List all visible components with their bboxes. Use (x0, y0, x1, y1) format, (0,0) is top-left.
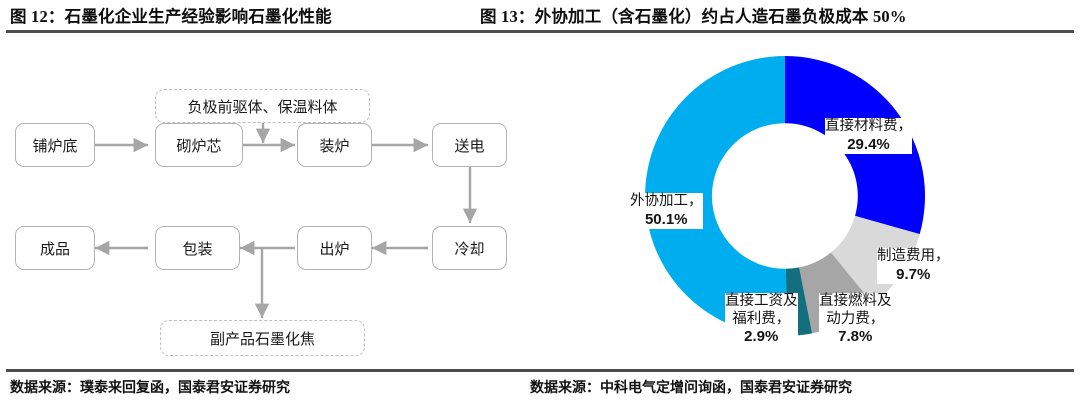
donut-label-direct-material: 直接材料费， 29.4% (825, 118, 912, 154)
flow-node-label: 包装 (182, 241, 213, 258)
donut-label-value: 2.9% (744, 328, 779, 346)
header-divider-rule (6, 30, 1074, 33)
flow-node-label: 副产品石墨化焦 (209, 331, 315, 348)
flow-node-label: 出炉 (319, 241, 350, 258)
footer-divider-rule (6, 369, 1074, 372)
donut-label-value: 7.8% (838, 328, 873, 346)
flow-node-pulu[interactable]: 铺炉底 (15, 123, 95, 167)
flow-node-songdian[interactable]: 送电 (432, 123, 507, 167)
donut-slice-manufacturing-overhead[interactable] (830, 215, 920, 305)
figure-13-panel: 直接材料费， 29.4% 制造费用， 9.7% 直接燃料及 动力费， 7.8% … (540, 33, 1080, 369)
flow-node-chulu[interactable]: 出炉 (297, 226, 372, 270)
titles-row: 图 12：石墨化企业生产经验影响石墨化性能 图 13：外协加工（含石墨化）约占人… (0, 0, 1080, 30)
flow-node-label: 冷却 (454, 241, 485, 258)
donut-label-name: 直接工资及 (725, 293, 798, 309)
donut-label-outsourced-processing: 外协加工， 50.1% (630, 193, 703, 229)
flow-node-qiluxin[interactable]: 砌炉芯 (155, 123, 243, 167)
donut-label-manufacturing-overhead: 制造费用， 9.7% (877, 248, 950, 284)
figure-12-source: 数据来源：璞泰来回复函，国泰君安证券研究 (10, 381, 290, 396)
donut-label-name: 外协加工， (630, 193, 703, 209)
graphitization-process-flowchart: 负极前驱体、保温料体 铺炉底 砌炉芯 装炉 送电 冷却 (0, 33, 540, 369)
figure-13-title: 图 13：外协加工（含石墨化）约占人造石墨负极成本 50% (480, 7, 907, 26)
flow-node-baozhuang[interactable]: 包装 (155, 226, 240, 270)
figure-12-title: 图 12：石墨化企业生产经验影响石墨化性能 (10, 7, 332, 26)
figures-body: 负极前驱体、保温料体 铺炉底 砌炉芯 装炉 送电 冷却 (0, 33, 1080, 369)
donut-label-direct-wages-benefits: 直接工资及 福利费， 2.9% (725, 293, 798, 347)
donut-label-name2: 福利费， (732, 310, 791, 327)
figure-13-source: 数据来源：中科电气定增问询函，国泰君安证券研究 (530, 381, 852, 396)
flow-node-label: 成品 (39, 241, 70, 258)
flowchart-connectors (95, 111, 478, 318)
donut-label-value: 50.1% (644, 210, 688, 228)
donut-slice-outsourced-processing[interactable] (645, 56, 787, 337)
flow-node-label: 送电 (454, 138, 485, 155)
flow-node-label: 装炉 (319, 138, 350, 155)
donut-label-name: 制造费用， (877, 248, 950, 264)
donut-label-name: 直接燃料及 (819, 293, 892, 309)
flow-node-chengpin[interactable]: 成品 (15, 226, 95, 270)
donut-label-name2: 动力费， (826, 310, 885, 327)
donut-label-value: 9.7% (896, 265, 931, 283)
flow-node-label: 砌炉芯 (176, 138, 222, 155)
donut-label-direct-fuel-power: 直接燃料及 动力费， 7.8% (819, 293, 892, 347)
flow-node-zhuanglu[interactable]: 装炉 (297, 123, 372, 167)
figure-12-panel: 负极前驱体、保温料体 铺炉底 砌炉芯 装炉 送电 冷却 (0, 33, 540, 369)
flow-node-lengque[interactable]: 冷却 (432, 226, 507, 270)
flow-node-label: 负极前驱体、保温料体 (187, 99, 338, 116)
flow-node-byproduct[interactable]: 副产品石墨化焦 (160, 320, 365, 356)
flow-node-label: 铺炉底 (32, 138, 78, 155)
donut-label-name: 直接材料费， (825, 118, 912, 134)
cost-breakdown-donut-chart: 直接材料费， 29.4% 制造费用， 9.7% 直接燃料及 动力费， 7.8% … (540, 33, 1080, 363)
donut-label-value: 29.4% (847, 135, 890, 153)
sources-row: 数据来源：璞泰来回复函，国泰君安证券研究 数据来源：中科电气定增问询函，国泰君安… (0, 372, 1080, 402)
flow-node-feedstock[interactable]: 负极前驱体、保温料体 (155, 89, 370, 123)
